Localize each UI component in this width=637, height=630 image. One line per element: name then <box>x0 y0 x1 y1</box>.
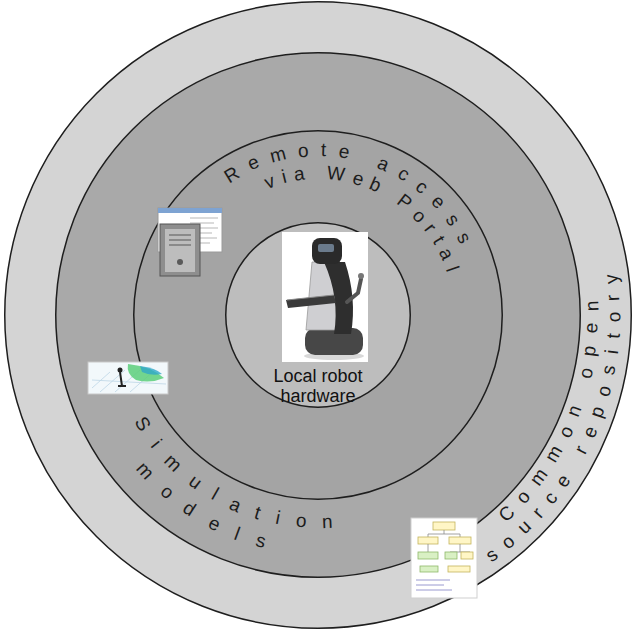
simulation-icon <box>88 362 168 394</box>
legend-lines <box>416 580 452 590</box>
tree-box <box>433 522 455 530</box>
simulation-field <box>128 364 164 382</box>
text-glyph: e <box>580 323 602 335</box>
tree-box <box>445 552 457 559</box>
text-glyph: o <box>603 312 625 323</box>
tree-lines <box>428 544 470 552</box>
text-glyph: n <box>321 511 333 533</box>
robot-shadow <box>304 352 364 360</box>
portal-icon <box>158 208 222 276</box>
ring-node: Remote access via Web PortalLocal robot … <box>133 130 503 500</box>
text-glyph: r <box>602 294 624 302</box>
node-label: Local robot hardware <box>258 366 378 406</box>
text-glyph <box>313 162 319 184</box>
tower-front <box>165 229 195 272</box>
drive-slots <box>169 235 191 245</box>
robot-tray <box>286 295 336 308</box>
screenshot-titlebar <box>158 208 222 213</box>
ring-circle <box>5 2 632 629</box>
robot-base <box>305 328 363 355</box>
ring-node: Simulation modelsRemote access via Web P… <box>55 52 581 578</box>
robot-photo <box>282 232 368 362</box>
tree-box <box>461 552 473 559</box>
text-glyph: a <box>293 163 306 186</box>
screenshot-window <box>158 208 222 252</box>
simulation-field <box>140 366 162 375</box>
ring-circle <box>56 53 581 578</box>
text-glyph: o <box>295 510 307 533</box>
simulated-robot <box>118 368 123 373</box>
ring-circle <box>226 223 411 408</box>
text-glyph: o <box>297 139 309 162</box>
server-tower <box>160 224 200 276</box>
tree-lines <box>428 530 460 537</box>
robot-gripper <box>358 273 364 279</box>
robot-side-panel <box>324 262 353 334</box>
repository-sheet <box>411 518 477 598</box>
tree-box <box>418 537 438 544</box>
tree-box <box>448 566 470 572</box>
photo-background <box>282 232 368 362</box>
robot-body <box>306 262 346 330</box>
text-glyph: y <box>600 272 623 284</box>
simulation-grid <box>92 370 166 392</box>
tree-box <box>418 552 438 559</box>
text-glyph: t <box>321 139 327 161</box>
repository-icon <box>411 518 477 598</box>
tree-box <box>420 566 438 572</box>
text-glyph: W <box>325 162 346 186</box>
screenshot-lines <box>190 218 218 243</box>
ring-circle <box>134 131 503 500</box>
power-button <box>177 259 183 265</box>
tree-box <box>449 537 471 544</box>
ring-node: Common open source repositorySimulation … <box>4 1 632 629</box>
tray-edge <box>287 295 334 300</box>
text-glyph: n <box>581 300 603 311</box>
robot-arm <box>347 279 361 302</box>
simulated-robot <box>118 372 126 386</box>
robot-head <box>312 238 342 264</box>
simulation-frame <box>88 362 168 394</box>
ring-node: Local robot hardware <box>225 222 411 408</box>
robot-screen <box>318 244 334 252</box>
